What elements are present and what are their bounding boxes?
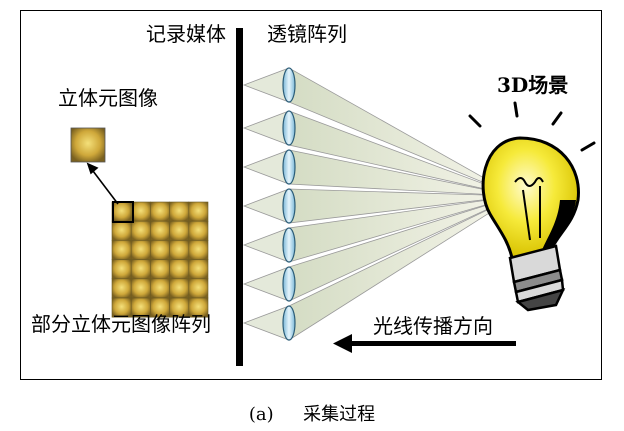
caption-title: 采集过程 [303,404,376,425]
lens [282,110,296,146]
light-cone-near [242,149,290,185]
elemental-image-cell [169,201,190,222]
elemental-image-cell [188,297,209,318]
recording-medium-bar [236,28,243,366]
elemental-image-cell [111,240,132,260]
elemental-image-sample [70,127,106,163]
partial-array-label: 部分立体元图像阵列 [31,312,211,336]
elemental-image-cell [130,220,151,241]
recording-medium-label: 记录媒体 [146,22,226,46]
light-direction-label: 光线传播方向 [373,314,493,338]
elemental-image-cell [188,201,209,222]
diagram-frame [20,10,602,380]
array-highlight-box [112,201,134,223]
lens-array [282,67,296,341]
elemental-image-cell [188,259,209,280]
light-cone-near [242,305,290,341]
elemental-image-cell [130,259,151,280]
elemental-image-cell [169,278,190,299]
elemental-image-cell [188,278,209,299]
light-cone-near [242,188,290,224]
lens [282,188,296,224]
zoom-arrow [86,162,119,205]
elemental-image-cell [111,259,132,280]
elemental-image-cell [169,240,190,260]
elemental-image-cell [111,278,132,299]
elemental-image-cell [150,259,170,280]
elemental-image-cell [150,220,170,241]
elemental-image-cell [150,240,170,260]
lens [282,227,296,263]
elemental-image-cell [130,240,151,260]
elemental-image-label: 立体元图像 [58,86,158,110]
light-cone-near [242,227,290,263]
lens [282,67,296,103]
light-cone-near [242,67,290,103]
scene-3d-label: 3D场景 [497,73,569,97]
lens [282,266,296,302]
light-cone-near [242,266,290,302]
elemental-image-cell [169,220,190,241]
elemental-image-cell [130,201,151,222]
elemental-image-cell [169,259,190,280]
elemental-image-cell [150,278,170,299]
lens [282,305,296,341]
elemental-image-cell [130,278,151,299]
lens-array-label: 透镜阵列 [267,22,347,46]
caption-letter: (a) [248,404,274,425]
light-cone-near [242,110,290,146]
elemental-image-cell [188,240,209,260]
elemental-image-cell [150,201,170,222]
light-direction-arrow [333,334,516,353]
light-cones [242,67,517,341]
elemental-image-cell [188,220,209,241]
lightbulb-icon [468,101,596,312]
elemental-image-array [111,201,209,318]
lens [282,149,296,185]
elemental-image-cell [111,220,132,241]
figure-caption: (a) 采集过程 [0,400,624,426]
elemental-image-cell [111,201,132,222]
